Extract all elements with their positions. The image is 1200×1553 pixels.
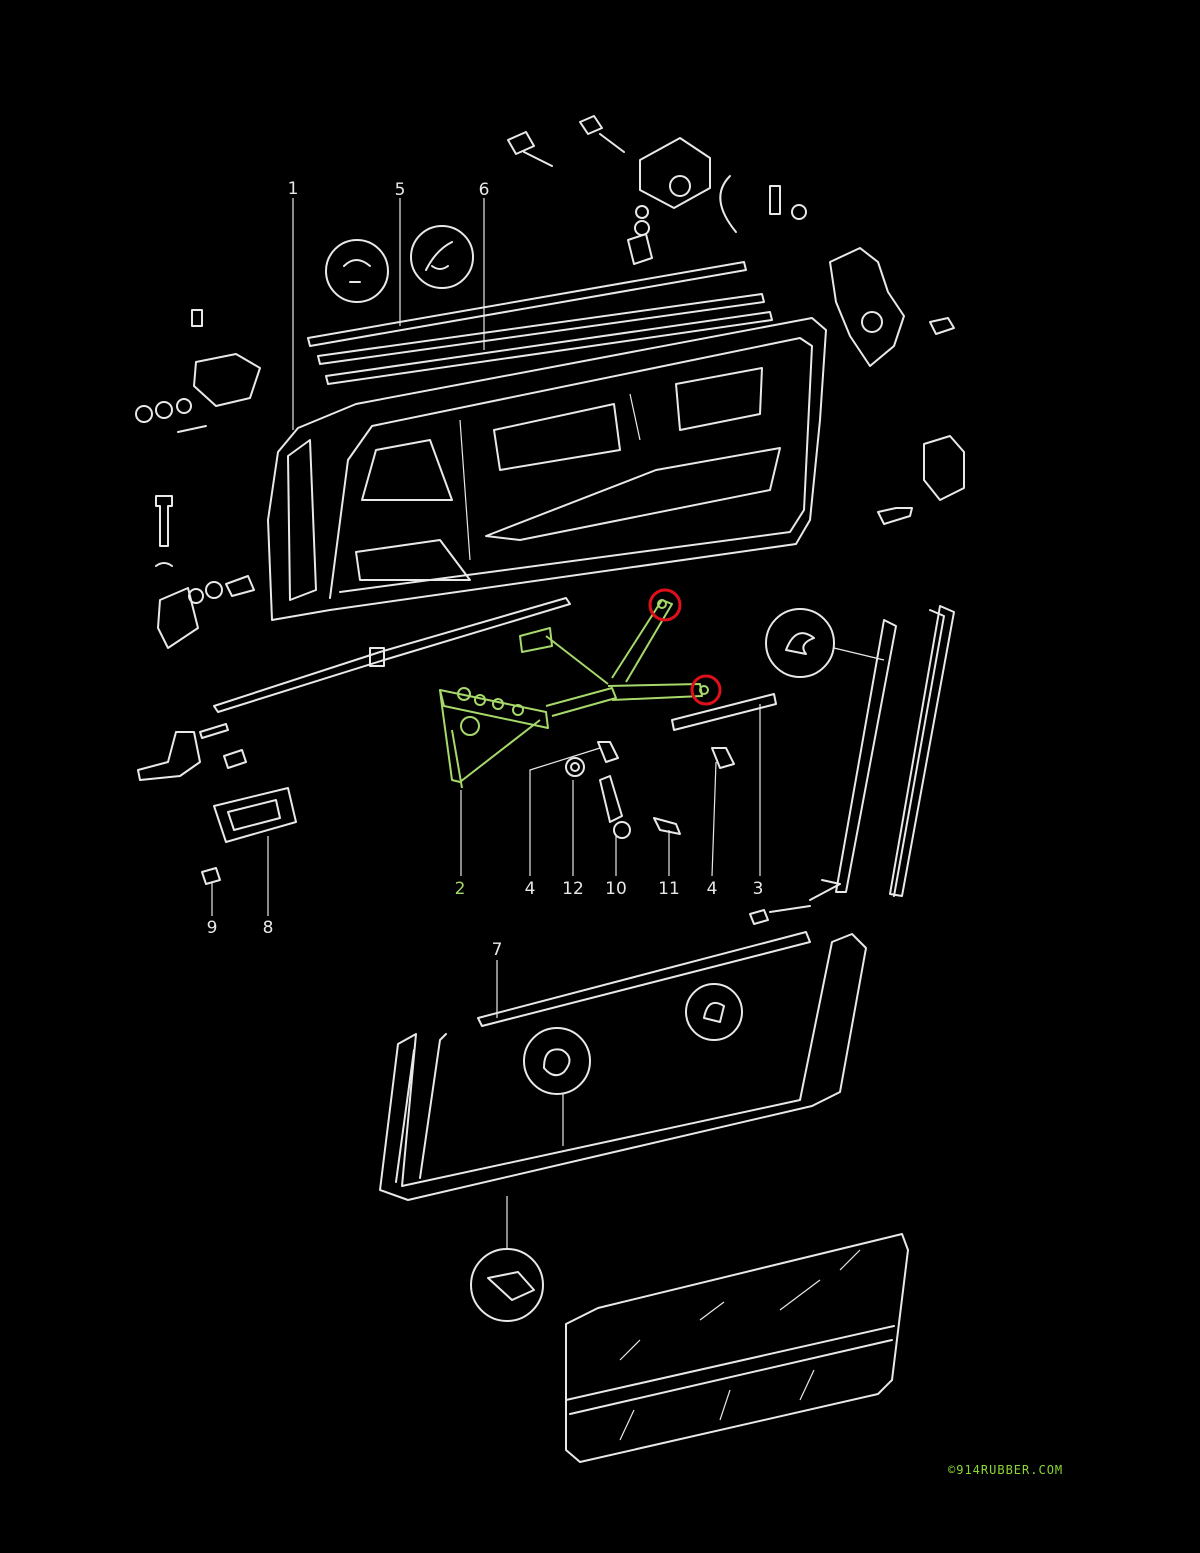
- part-label-2: 2: [455, 879, 466, 899]
- part-label-7: 7: [492, 940, 503, 960]
- part-label-9: 9: [207, 918, 218, 938]
- part-label-12: 12: [562, 879, 584, 899]
- interior-latch-parts: [135, 309, 261, 649]
- door-latch: [829, 247, 965, 525]
- keys-and-lock: [507, 115, 807, 265]
- part-label-11: 11: [658, 879, 680, 899]
- door-shell: [267, 317, 827, 621]
- callout-circle-lower-pivot: [690, 674, 722, 706]
- window-channel-seals: [749, 605, 955, 925]
- lock-rod: [137, 597, 571, 781]
- beltline-seal: [477, 931, 811, 1041]
- callout-circle-upper-pivot: [648, 588, 682, 622]
- part-label-3: 3: [753, 879, 764, 899]
- door-trim-panel: [470, 1233, 909, 1463]
- part-label-10: 10: [605, 879, 627, 899]
- part-label-6: 6: [479, 180, 490, 200]
- part-label-8: 8: [263, 918, 274, 938]
- handle-bezel: [201, 787, 297, 885]
- watermark: ©914RUBBER.COM: [948, 1463, 1063, 1477]
- part-label-1: 1: [288, 179, 299, 199]
- leader-lines: [211, 198, 885, 1250]
- part-label-4-left: 4: [525, 879, 536, 899]
- window-scraper-strips: [307, 261, 773, 385]
- regulator-fasteners: [565, 693, 777, 839]
- window-regulator-highlighted: [439, 599, 709, 789]
- seal-detail-circles-top: [325, 225, 474, 303]
- part-label-4-right: 4: [707, 879, 718, 899]
- door-perimeter-seal: [379, 933, 867, 1201]
- part-label-5: 5: [395, 180, 406, 200]
